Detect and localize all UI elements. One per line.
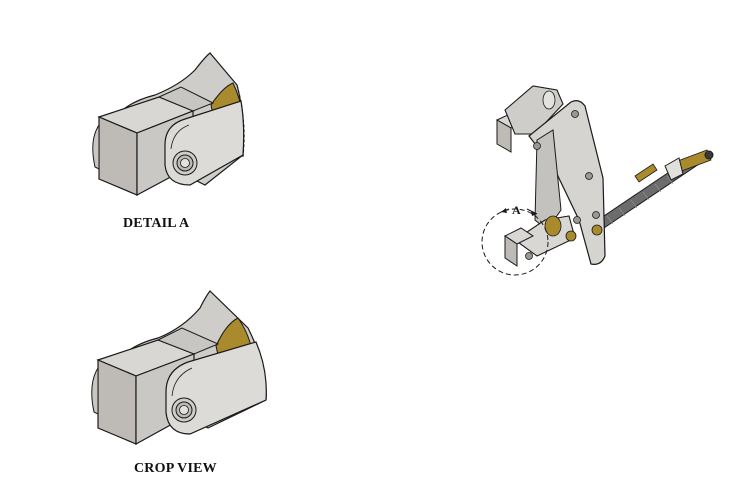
toggle-clamp-drawing: A <box>481 85 714 276</box>
detail-a-view <box>85 45 265 215</box>
detail-callout-letter: A <box>512 203 521 217</box>
crop-view <box>88 288 273 453</box>
crop-view-label: CROP VIEW <box>134 461 217 476</box>
main-iso-view: A <box>475 70 720 285</box>
detail-a-drawing <box>92 52 245 197</box>
detail-a-label: DETAIL A <box>123 216 190 231</box>
crop-view-drawing <box>91 290 267 446</box>
